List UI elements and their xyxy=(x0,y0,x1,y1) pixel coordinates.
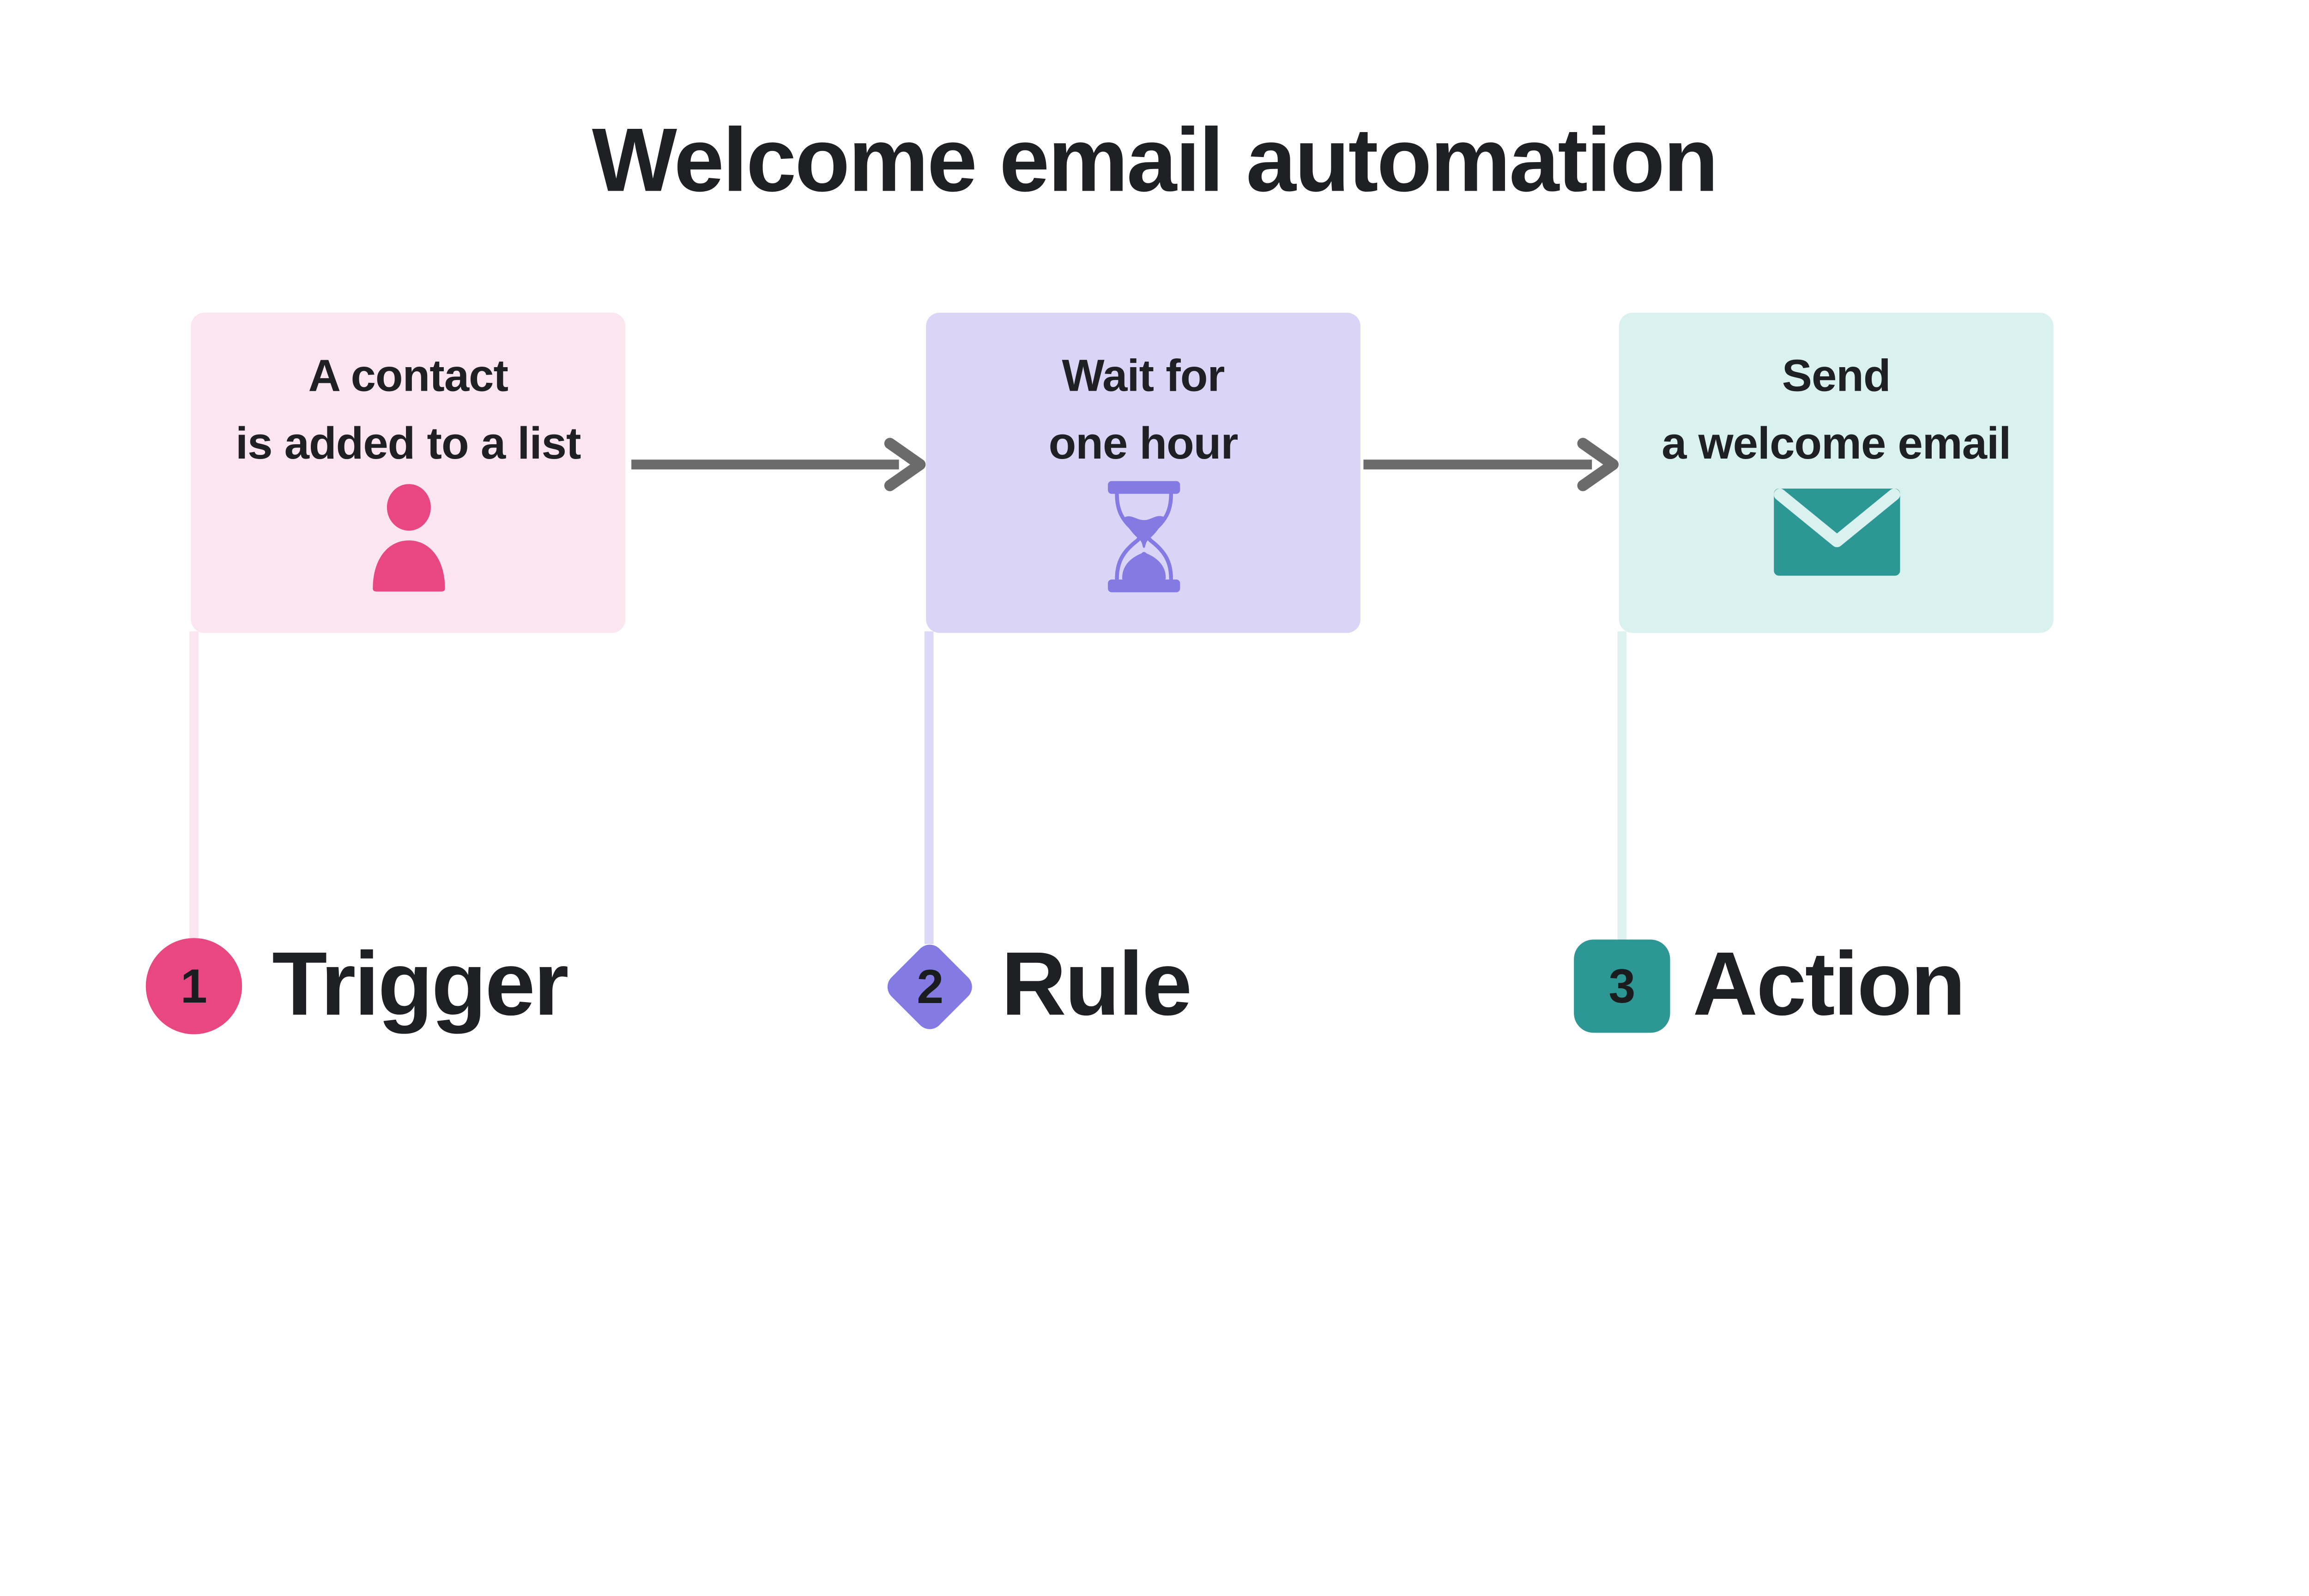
trigger-card: A contact is added to a list xyxy=(191,313,626,633)
rule-card: Wait for one hour xyxy=(926,313,1360,633)
action-card: Send a welcome email xyxy=(1619,313,2054,633)
flow-arrow-trigger-to-rule xyxy=(631,438,926,491)
trigger-category-label: Trigger xyxy=(272,933,569,1034)
hourglass-icon xyxy=(1107,481,1179,592)
trigger-card-text-line1: A contact xyxy=(308,351,509,402)
rule-category-label: Rule xyxy=(1001,933,1192,1034)
flow-arrow-rule-to-action xyxy=(1363,438,1619,491)
rule-card-text-line2: one hour xyxy=(1048,419,1239,469)
action-marker-square: 3 xyxy=(1574,939,1670,1033)
trigger-step-number: 1 xyxy=(180,958,207,1013)
diagram-title: Welcome email automation xyxy=(592,109,1719,211)
rule-card-text-line1: Wait for xyxy=(1062,351,1225,402)
rule-marker-diamond: 2 xyxy=(881,938,977,1034)
envelope-icon xyxy=(1773,488,1899,576)
action-category-label: Action xyxy=(1692,933,1965,1034)
rule-marker-diamond-shape: 2 xyxy=(881,938,977,1034)
person-icon xyxy=(372,484,444,592)
welcome-email-automation-diagram: Welcome email automation A contact is ad… xyxy=(145,109,2054,1034)
action-connector-line xyxy=(1617,631,1627,944)
action-step-number: 3 xyxy=(1608,958,1636,1013)
action-card-text-line1: Send xyxy=(1782,351,1891,402)
trigger-connector-line xyxy=(189,631,199,944)
trigger-card-text-line2: is added to a list xyxy=(235,419,581,469)
trigger-marker-circle: 1 xyxy=(145,938,242,1034)
rule-step-number: 2 xyxy=(915,958,943,1013)
rule-connector-line xyxy=(924,631,934,944)
action-card-text-line2: a welcome email xyxy=(1662,419,2011,469)
